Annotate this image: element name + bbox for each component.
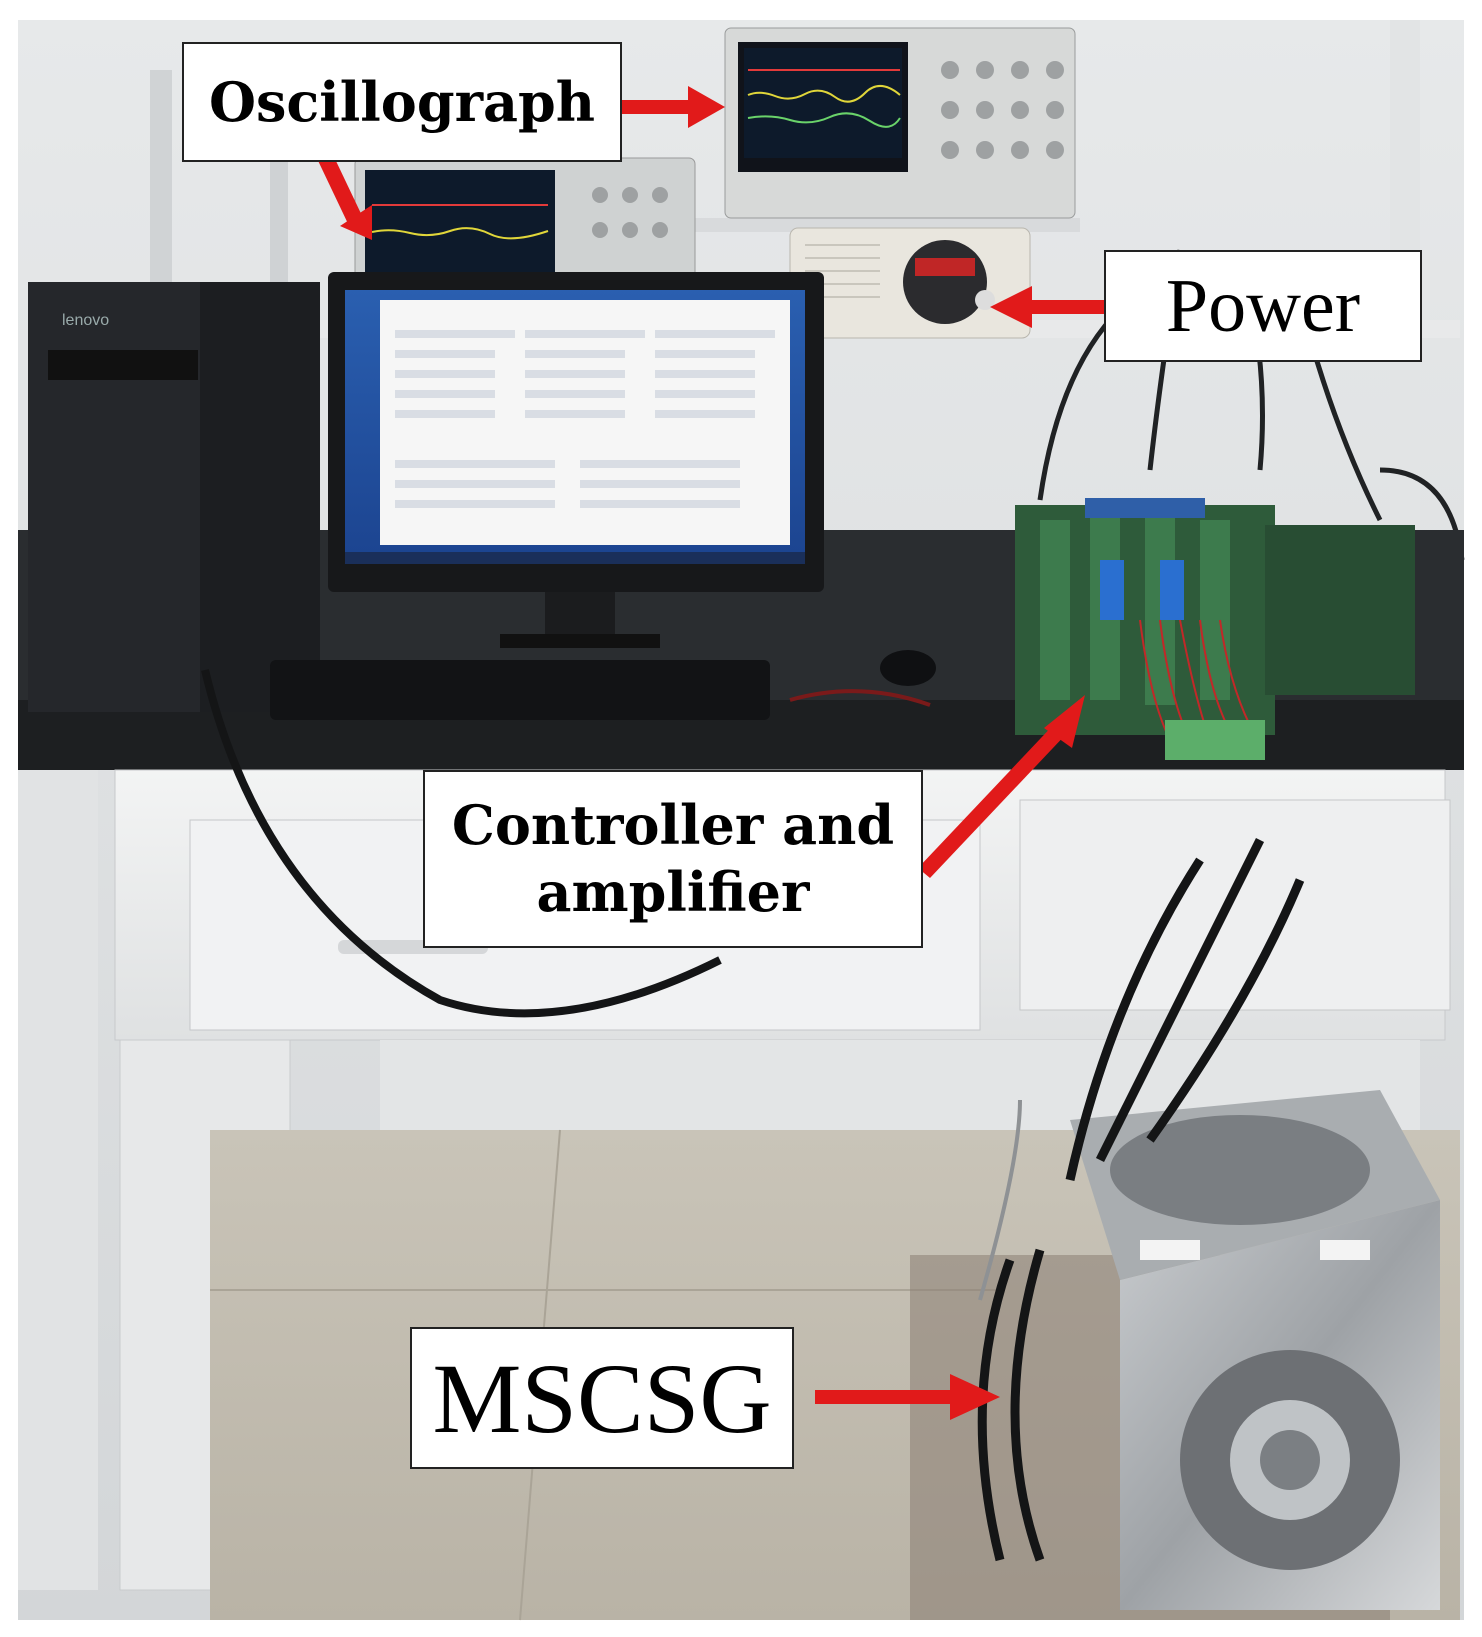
annotation-arrows	[312, 86, 1104, 1420]
mscsg-label: MSCSG	[410, 1327, 794, 1469]
computer-monitor	[328, 272, 824, 648]
power-supply	[789, 227, 1031, 339]
arrow-to-power	[990, 286, 1104, 328]
mouse	[880, 650, 936, 686]
arrow-to-oscilloscope-large	[620, 86, 725, 128]
oscilloscope-small	[354, 157, 696, 279]
oscillograph-label: Oscillograph	[182, 42, 622, 162]
keyboard	[270, 660, 770, 720]
arrow-to-controller	[918, 695, 1085, 878]
desktop-tower: lenovo	[28, 282, 320, 712]
svg-text:lenovo: lenovo	[62, 312, 109, 329]
controller-amplifier-label: Controller and amplifier	[423, 770, 923, 948]
oscilloscope-large	[724, 27, 1076, 219]
controller-boards	[1015, 498, 1415, 760]
power-label: Power	[1104, 250, 1422, 362]
arrow-to-oscilloscope-small	[312, 140, 372, 240]
mscsg-device	[910, 1090, 1440, 1620]
arrow-to-mscsg	[815, 1374, 1000, 1420]
